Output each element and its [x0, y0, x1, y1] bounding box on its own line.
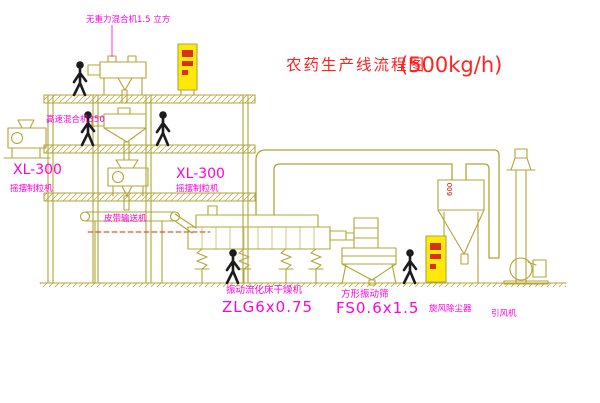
diagram-title: 农药生产线流程图	[286, 56, 426, 74]
label-granulator-left-model: XL-300	[13, 162, 62, 178]
exhaust-duct	[255, 149, 500, 259]
label-granulator-mid-model: XL-300	[176, 166, 225, 182]
label-screen-model: FS0.6x1.5	[336, 299, 419, 317]
diagram-title-capacity: (500kg/h)	[400, 53, 502, 77]
vibrating-screen	[341, 247, 397, 286]
belt-conveyor	[79, 211, 197, 284]
swing-granulator-middle	[107, 159, 149, 211]
fluid-bed-dryer	[187, 205, 347, 284]
dryer-springs	[194, 248, 324, 284]
person-figure	[72, 59, 88, 97]
exhaust-stack	[506, 148, 536, 284]
label-cyclone: 旋风除尘器	[429, 303, 472, 314]
gravity-free-mixer	[87, 55, 147, 104]
label-belt-conveyor: 皮带输送机	[104, 213, 147, 224]
person-figure	[155, 109, 171, 147]
label-dryer-model: ZLG6x0.75	[222, 298, 313, 316]
label-screen-name: 方形振动筛	[341, 288, 389, 300]
control-cabinet-upper	[177, 43, 198, 96]
person-figure	[225, 247, 241, 285]
label-granulator-left-name: 摇摆制粒机	[10, 183, 53, 194]
ground-line	[39, 282, 567, 287]
induced-draft-fan	[503, 257, 549, 285]
screen-feeder	[345, 217, 379, 249]
swing-granulator-left	[7, 119, 47, 159]
control-cabinet-lower	[425, 235, 447, 283]
label-fan: 引风机	[491, 308, 517, 319]
label-dryer-name: 振动流化床干燥机	[226, 284, 303, 296]
label-high-speed-mixer: 高速混合机350	[46, 114, 105, 125]
diagram-labels: 农药生产线流程图 (500kg/h) 无重力混合机1.5 立方 高速混合机350…	[10, 14, 517, 319]
label-duct-dimension: 600	[446, 183, 454, 196]
label-granulator-mid-name: 摇摆制粒机	[176, 183, 219, 194]
person-figure	[402, 247, 418, 285]
label-gravity-free-mixer: 无重力混合机1.5 立方	[86, 14, 170, 25]
